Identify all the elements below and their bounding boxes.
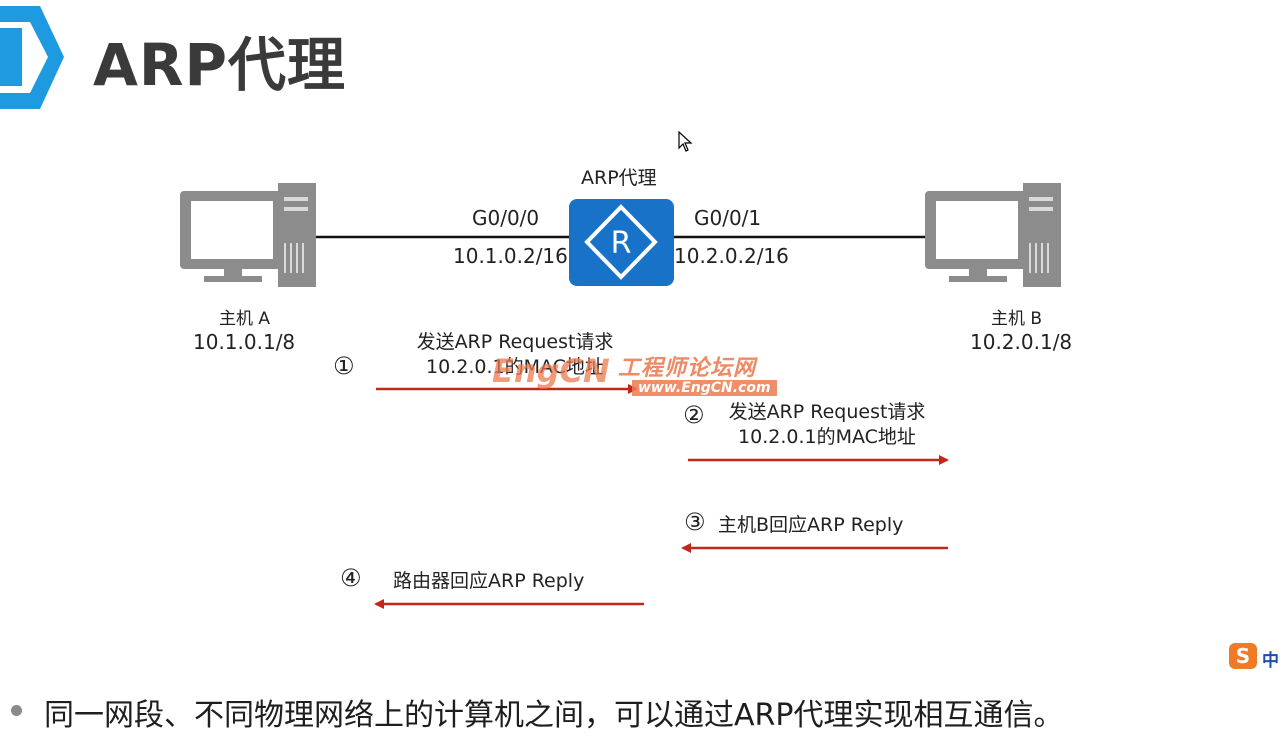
host-b-name: 主机 B [991, 309, 1043, 329]
step-2-text: 发送ARP Request请求 10.2.0.1的MAC地址 [712, 400, 942, 450]
computer-icon-host-a [180, 183, 316, 287]
step-4-text: 路由器回应ARP Reply [393, 570, 585, 592]
router-glyph: R [611, 226, 632, 261]
watermark-logo: EngCN [492, 352, 610, 390]
host-a-ip: 10.1.0.1/8 [193, 330, 296, 354]
left-port-label: G0/0/0 [472, 206, 540, 230]
summary-bullet: 同一网段、不同物理网络上的计算机之间，可以通过ARP代理实现相互通信。 [44, 698, 1064, 733]
page-title: ARP代理 [93, 31, 347, 99]
right-port-label: G0/0/1 [694, 206, 762, 230]
ime-mode-toggle[interactable]: 中 [1262, 651, 1279, 671]
step-1-line2: 10.2.0.1的MAC地址 [426, 356, 604, 378]
computer-icon-host-b [925, 183, 1061, 287]
watermark-url: www.EngCN.com [632, 380, 777, 396]
left-ip-label: 10.1.0.2/16 [453, 244, 568, 268]
router-icon: R [569, 199, 674, 286]
step-2-line1: 发送ARP Request请求 [728, 401, 926, 423]
router-label: ARP代理 [581, 167, 657, 189]
ime-logo-icon[interactable]: S [1229, 643, 1257, 669]
step-1-line1: 发送ARP Request请求 [416, 331, 614, 353]
step-2-number: ② [683, 401, 705, 429]
step-1-number: ① [333, 352, 355, 380]
step-2-line2: 10.2.0.1的MAC地址 [738, 426, 916, 448]
title-accent-tab [0, 6, 64, 109]
step-4-number: ④ [340, 564, 362, 592]
right-ip-label: 10.2.0.2/16 [674, 244, 789, 268]
step-1-text: 发送ARP Request请求 10.2.0.1的MAC地址 [400, 330, 630, 380]
host-a-name: 主机 A [219, 309, 271, 329]
bullet-dot [11, 705, 22, 716]
host-b-ip: 10.2.0.1/8 [970, 330, 1073, 354]
mouse-cursor-icon [678, 131, 693, 152]
step-3-text: 主机B回应ARP Reply [718, 514, 904, 536]
watermark-name: 工程师论坛网 [618, 356, 757, 381]
step-3-number: ③ [684, 508, 706, 536]
